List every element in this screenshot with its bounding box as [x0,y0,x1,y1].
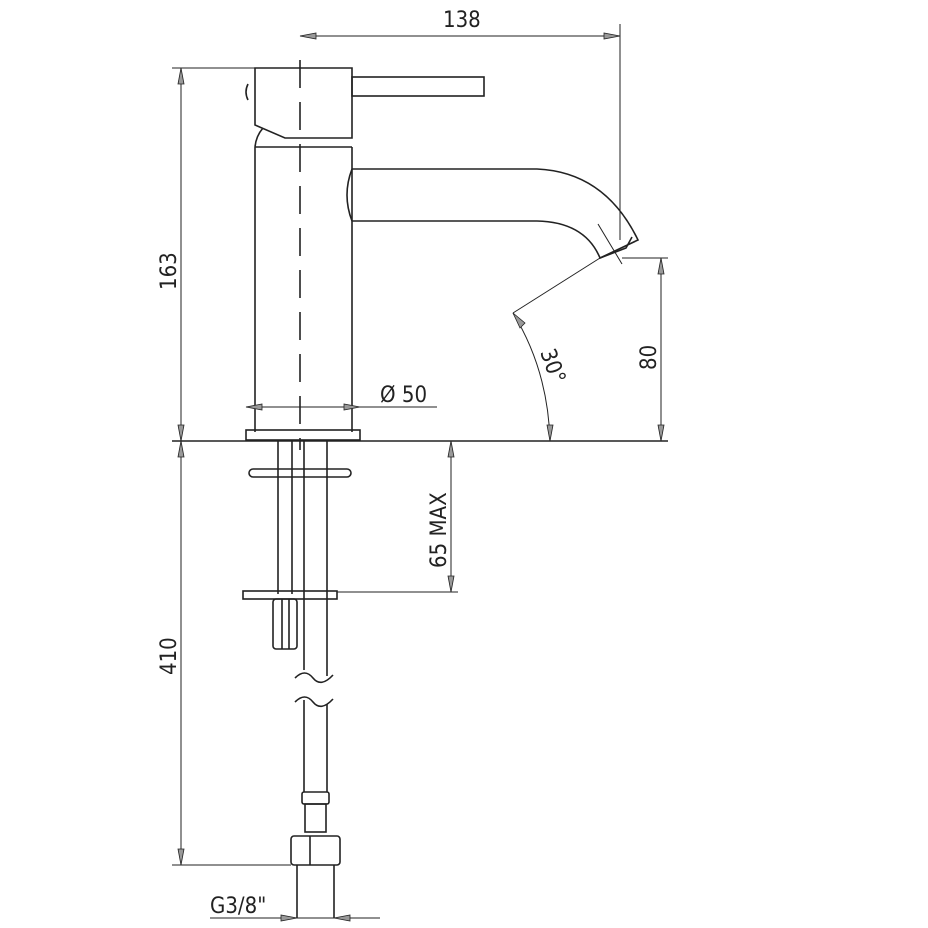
dim-height-163: 163 [157,252,182,290]
lever-handle [245,67,485,148]
flexible-hose [290,441,341,918]
dim-spout-80: 80 [637,345,662,370]
dim-g38: G3/8" [210,894,266,919]
dim-angle-30: 30° [534,346,569,388]
mounting-kit [242,441,352,650]
faucet-body [254,146,353,432]
base-plate [245,429,361,441]
spout [352,168,640,314]
dim-diameter-50: Ø 50 [380,383,427,408]
dim-width-138: 138 [443,8,481,33]
dimension-lines [172,24,668,922]
dim-height-410: 410 [157,637,182,675]
dim-65-max: 65 MAX [427,492,452,568]
